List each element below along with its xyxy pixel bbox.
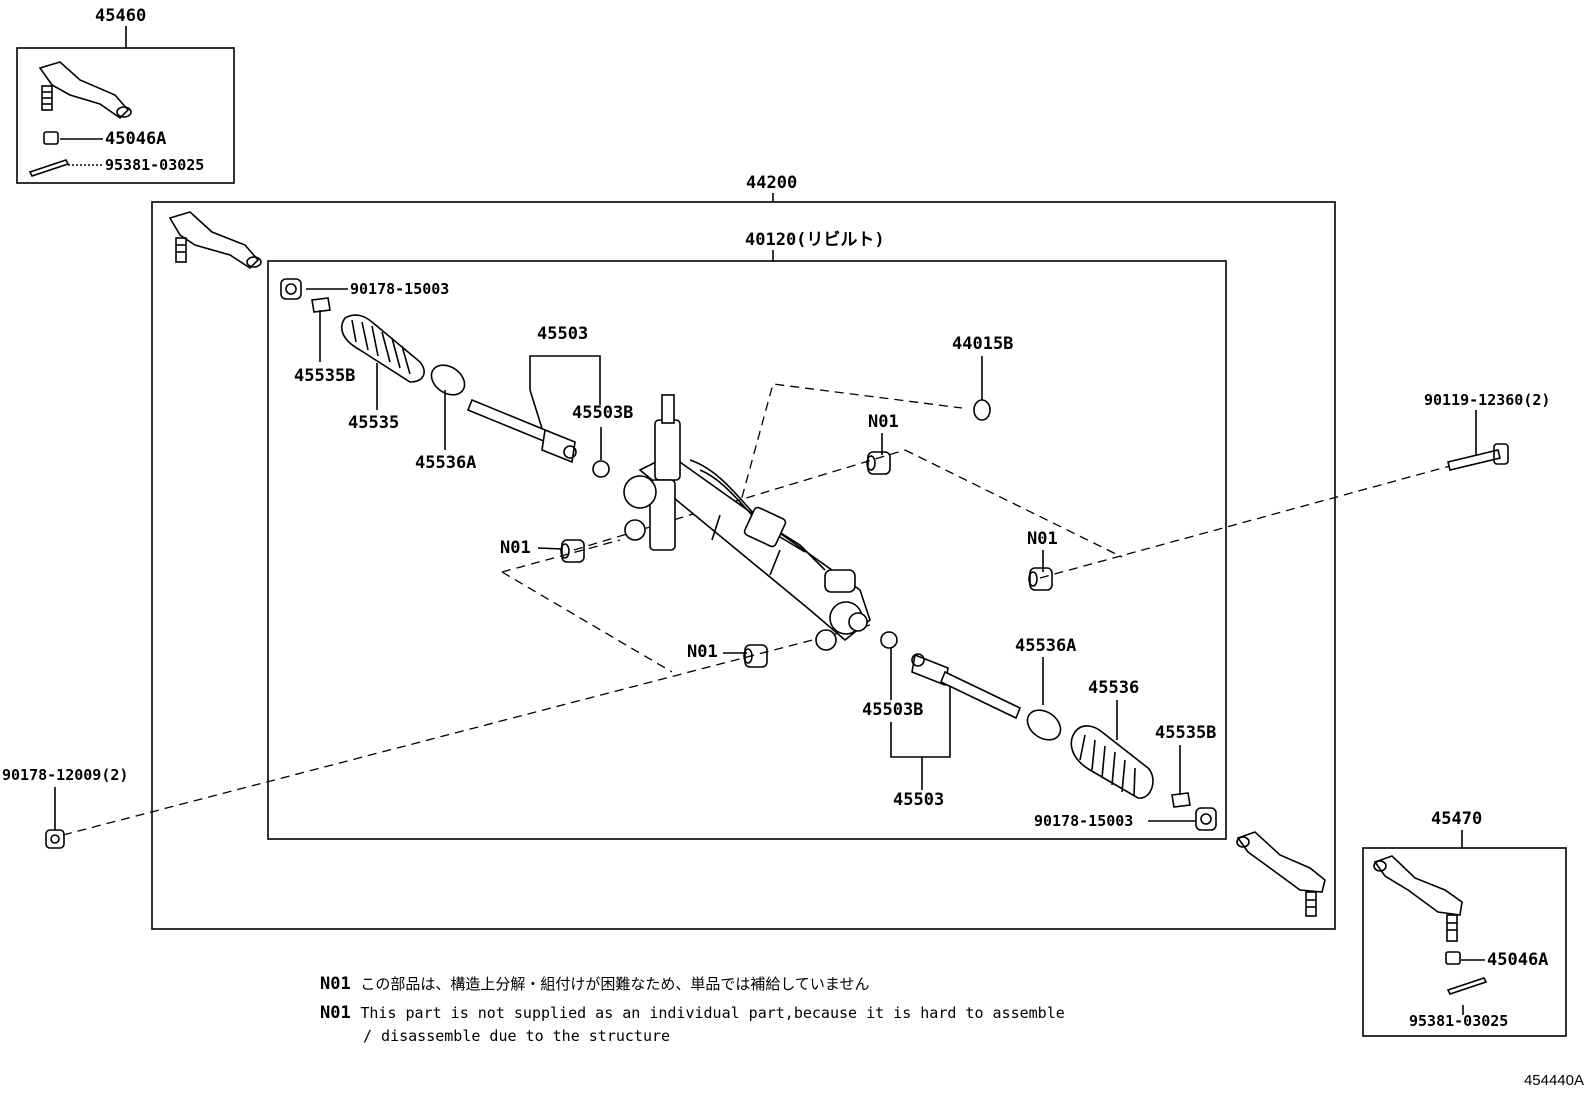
label-45536a-left: 45536A (415, 453, 477, 473)
clip-upper-icon (311, 297, 331, 313)
note-en-line1: This part is not supplied as an individu… (360, 1004, 1065, 1022)
label-n01-d: N01 (687, 642, 718, 662)
label-n01-a: N01 (868, 412, 899, 432)
rack-housing-icon (623, 394, 871, 651)
inner-tie-rod-upper-icon (466, 398, 577, 464)
label-n01-b: N01 (500, 538, 531, 558)
label-45503b-lower: 45503B (862, 700, 924, 720)
label-45046a-right: 45046A (1487, 950, 1549, 970)
label-45536a-right: 45536A (1015, 636, 1077, 656)
label-90178-15003-upper: 90178-15003 (350, 280, 450, 298)
inner-tie-rod-lower-icon (911, 653, 1022, 720)
label-90119-12360: 90119-12360(2) (1424, 391, 1551, 409)
label-45503b-upper: 45503B (572, 403, 634, 423)
figure-code: 454440A (1523, 1072, 1584, 1089)
mounting-bolt-icon (1447, 443, 1509, 471)
label-45536: 45536 (1088, 678, 1140, 698)
note-en-tag: N01 (320, 1003, 351, 1023)
cotter-pin-left-icon (28, 159, 70, 177)
washer-lower-icon (880, 631, 898, 649)
n01-bushing-d-icon (743, 644, 768, 668)
box-44200 (151, 201, 1336, 930)
hex-nut-left-icon (43, 131, 59, 145)
o-ring-icon (973, 399, 991, 421)
hex-nut-right-icon (1445, 951, 1461, 965)
label-n01-c: N01 (1027, 529, 1058, 549)
tie-rod-end-right-icon (1373, 855, 1463, 942)
box-40120 (267, 260, 1227, 840)
tie-rod-end-left-icon (38, 61, 132, 120)
label-45503-upper: 45503 (537, 324, 589, 344)
tie-rod-end-upper-icon (168, 211, 262, 270)
note-jp-tag: N01 (320, 974, 351, 994)
mounting-nut-icon (45, 829, 65, 849)
n01-bushing-b-icon (560, 539, 585, 563)
note-en-line2: / disassemble due to the structure (363, 1027, 671, 1045)
clip-lower-icon (1171, 792, 1191, 808)
label-44015b: 44015B (952, 334, 1014, 354)
clamp-ring-right-icon (1026, 709, 1062, 741)
label-45535b-upper: 45535B (294, 366, 356, 386)
label-90178-12009: 90178-12009(2) (2, 766, 129, 784)
boot-left-icon (341, 314, 425, 383)
n01-bushing-c-icon (1028, 567, 1053, 591)
label-44200: 44200 (746, 173, 798, 193)
lock-nut-lower-icon (1195, 807, 1217, 831)
tie-rod-end-lower-icon (1236, 831, 1326, 917)
note-jp-text: この部品は、構造上分解・組付けが困難なため、単品では補給していません (360, 975, 870, 993)
label-45535: 45535 (348, 413, 400, 433)
label-40120: 40120(リビルト) (745, 230, 885, 250)
label-95381-right: 95381-03025 (1409, 1012, 1509, 1030)
note-en: N01 This part is not supplied as an indi… (320, 1005, 1065, 1022)
box-45470 (1362, 847, 1567, 1037)
cotter-pin-right-icon (1446, 977, 1488, 995)
clamp-ring-left-icon (430, 364, 466, 396)
label-45046a-left: 45046A (105, 129, 167, 149)
washer-upper-icon (592, 460, 610, 478)
label-95381-left: 95381-03025 (105, 156, 205, 174)
label-45503-lower: 45503 (893, 790, 945, 810)
label-90178-15003-lower: 90178-15003 (1034, 812, 1134, 830)
note-jp: N01 この部品は、構造上分解・組付けが困難なため、単品では補給していません (320, 976, 869, 993)
boot-right-icon (1070, 725, 1154, 799)
lock-nut-upper-icon (280, 278, 302, 300)
label-45460: 45460 (95, 6, 147, 26)
label-45470: 45470 (1431, 809, 1483, 829)
label-45535b-lower: 45535B (1155, 723, 1217, 743)
n01-bushing-a-icon (866, 451, 891, 475)
